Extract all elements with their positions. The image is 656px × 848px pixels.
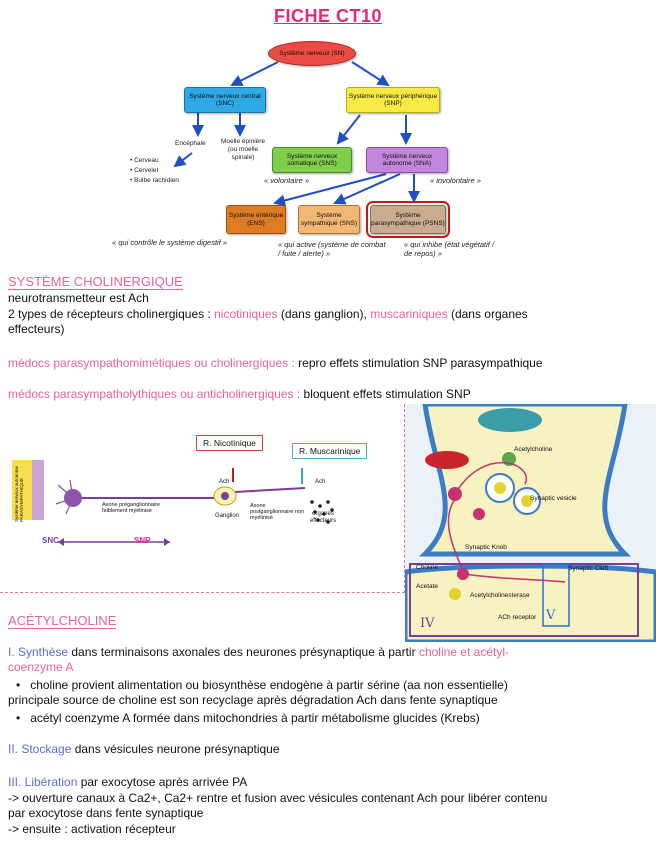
volontaire-label: « volontaire »	[264, 176, 310, 185]
text-line: principale source de choline est son rec…	[8, 693, 498, 707]
synapse-drawing	[405, 404, 656, 642]
diagram-arrows	[173, 61, 420, 207]
text-line: III. Libération par exocytose après arri…	[8, 775, 248, 789]
parasympathique-node: Système parasympathique (PSNS)	[366, 201, 450, 238]
choline-label: Choline	[416, 564, 439, 571]
section-heading: SYSTÈME CHOLINERGIQUE	[8, 274, 183, 290]
acetylcholine-label: Acetylcholine	[514, 446, 553, 453]
step-iv-label: IV	[420, 616, 435, 631]
snp-label: SNP	[134, 536, 151, 545]
muscarinic-receptor-label: R. Muscarinique	[292, 443, 368, 459]
acetylcholine-section: ACÉTYLCHOLINE	[8, 612, 117, 630]
synaptic-knob-label: Synaptic Knob	[465, 544, 507, 551]
text-line: médocs parasympatholythiques ou antichol…	[8, 387, 471, 401]
side-label: Système nerveux autonome PARASYMPATHIQUE	[14, 465, 24, 522]
acetate-label: Acetate	[416, 583, 439, 590]
ach-receptor-label: ACh receptor	[498, 614, 537, 621]
muscariniques-term: muscariniques	[370, 307, 448, 321]
encephale-item: • Cerveau	[130, 157, 159, 164]
axone-pre-label: Axone préganglionnaire faiblement myélin…	[102, 502, 161, 514]
synaptic-cleft-label: Synaptic Cleft	[568, 565, 609, 572]
ach-label: Ach	[219, 479, 230, 485]
sns-node: Système nerveux somatique (SNS)	[272, 147, 352, 173]
nicotiniques-term: nicotiniques	[214, 307, 278, 321]
encephale-item: • Bulbe rachidien	[130, 177, 179, 184]
section-heading: ACÉTYLCHOLINE	[8, 613, 117, 629]
ens-node: Système entérique (ENS)	[226, 205, 286, 234]
step-v-label: V	[546, 608, 556, 623]
text-line: médocs parasympathomimétiques ou choline…	[8, 356, 543, 370]
text-line: effecteurs)	[8, 322, 65, 336]
synthese-label: I. Synthèse	[8, 645, 69, 659]
encephale-label: Encéphale	[175, 140, 206, 147]
acetylcholinesterase-label: Acetylcholinesterase	[470, 592, 530, 599]
text-line: II. Stockage dans vésicules neurone prés…	[8, 742, 280, 756]
parasympathomimetiques-term: médocs parasympathomimétiques ou choline…	[8, 356, 299, 370]
ganglion-label: Ganglion	[215, 513, 240, 519]
liberation-label: III. Libération	[8, 775, 78, 789]
text-line: -> ouverture canaux à Ca2+, Ca2+ rentre …	[8, 791, 548, 805]
stockage-label: II. Stockage	[8, 742, 72, 756]
bullet-item: • acétyl coenzyme A formée dans mitochon…	[16, 711, 480, 725]
organes-label: organes effecteurs	[309, 511, 337, 524]
snc-node: Système nerveux central (SNC)	[184, 87, 266, 113]
synaptic-vesicle-label: Synaptic vesicle	[530, 495, 577, 502]
involontaire-label: « involontaire »	[430, 176, 481, 185]
snc-label: SNC	[42, 536, 59, 545]
text-line: -> ensuite : activation récepteur	[8, 822, 176, 836]
text-line: par exocytose dans fente synaptique	[8, 806, 204, 820]
figure-frame	[0, 404, 405, 593]
text-line: I. Synthèse dans terminaisons axonales d…	[8, 645, 509, 659]
sn-node: Système nerveux (SN)	[268, 41, 356, 66]
axone-post-label: Axone postganglionnaire non myélinisé	[250, 503, 305, 521]
sympathique-node: Système sympathique (SNS)	[298, 205, 360, 234]
snp-node: Système nerveux périphérique (SNP)	[346, 87, 440, 113]
parasympathique-note: « qui inhibe (état végétatif / de repos)…	[404, 240, 495, 258]
cholinergique-section: SYSTÈME CHOLINERGIQUE	[8, 273, 183, 291]
text-line: coenzyme A	[8, 660, 74, 674]
pathway-drawing	[12, 460, 334, 546]
moelle-label: Moelle épinière (ou moelle spinale)	[220, 138, 266, 161]
ens-note: « qui contrôle le système digestif »	[112, 238, 228, 247]
encephale-item: • Cervelet	[130, 167, 159, 174]
sympathique-note: « qui active (système de combat / fuite …	[278, 240, 386, 258]
sna-node: Système nerveux autonome (SNA)	[366, 147, 448, 173]
text-line: 2 types de récepteurs cholinergiques : n…	[8, 307, 528, 321]
nicotinic-receptor-label: R. Nicotinique	[196, 435, 263, 451]
text-line: neurotransmetteur est Ach	[8, 291, 149, 305]
page-title: FICHE CT10	[273, 6, 383, 26]
ach-label: Ach	[315, 479, 326, 485]
parasympatholytiques-term: médocs parasympatholythiques ou antichol…	[8, 387, 304, 401]
bullet-item: • choline provient alimentation ou biosy…	[16, 678, 508, 692]
